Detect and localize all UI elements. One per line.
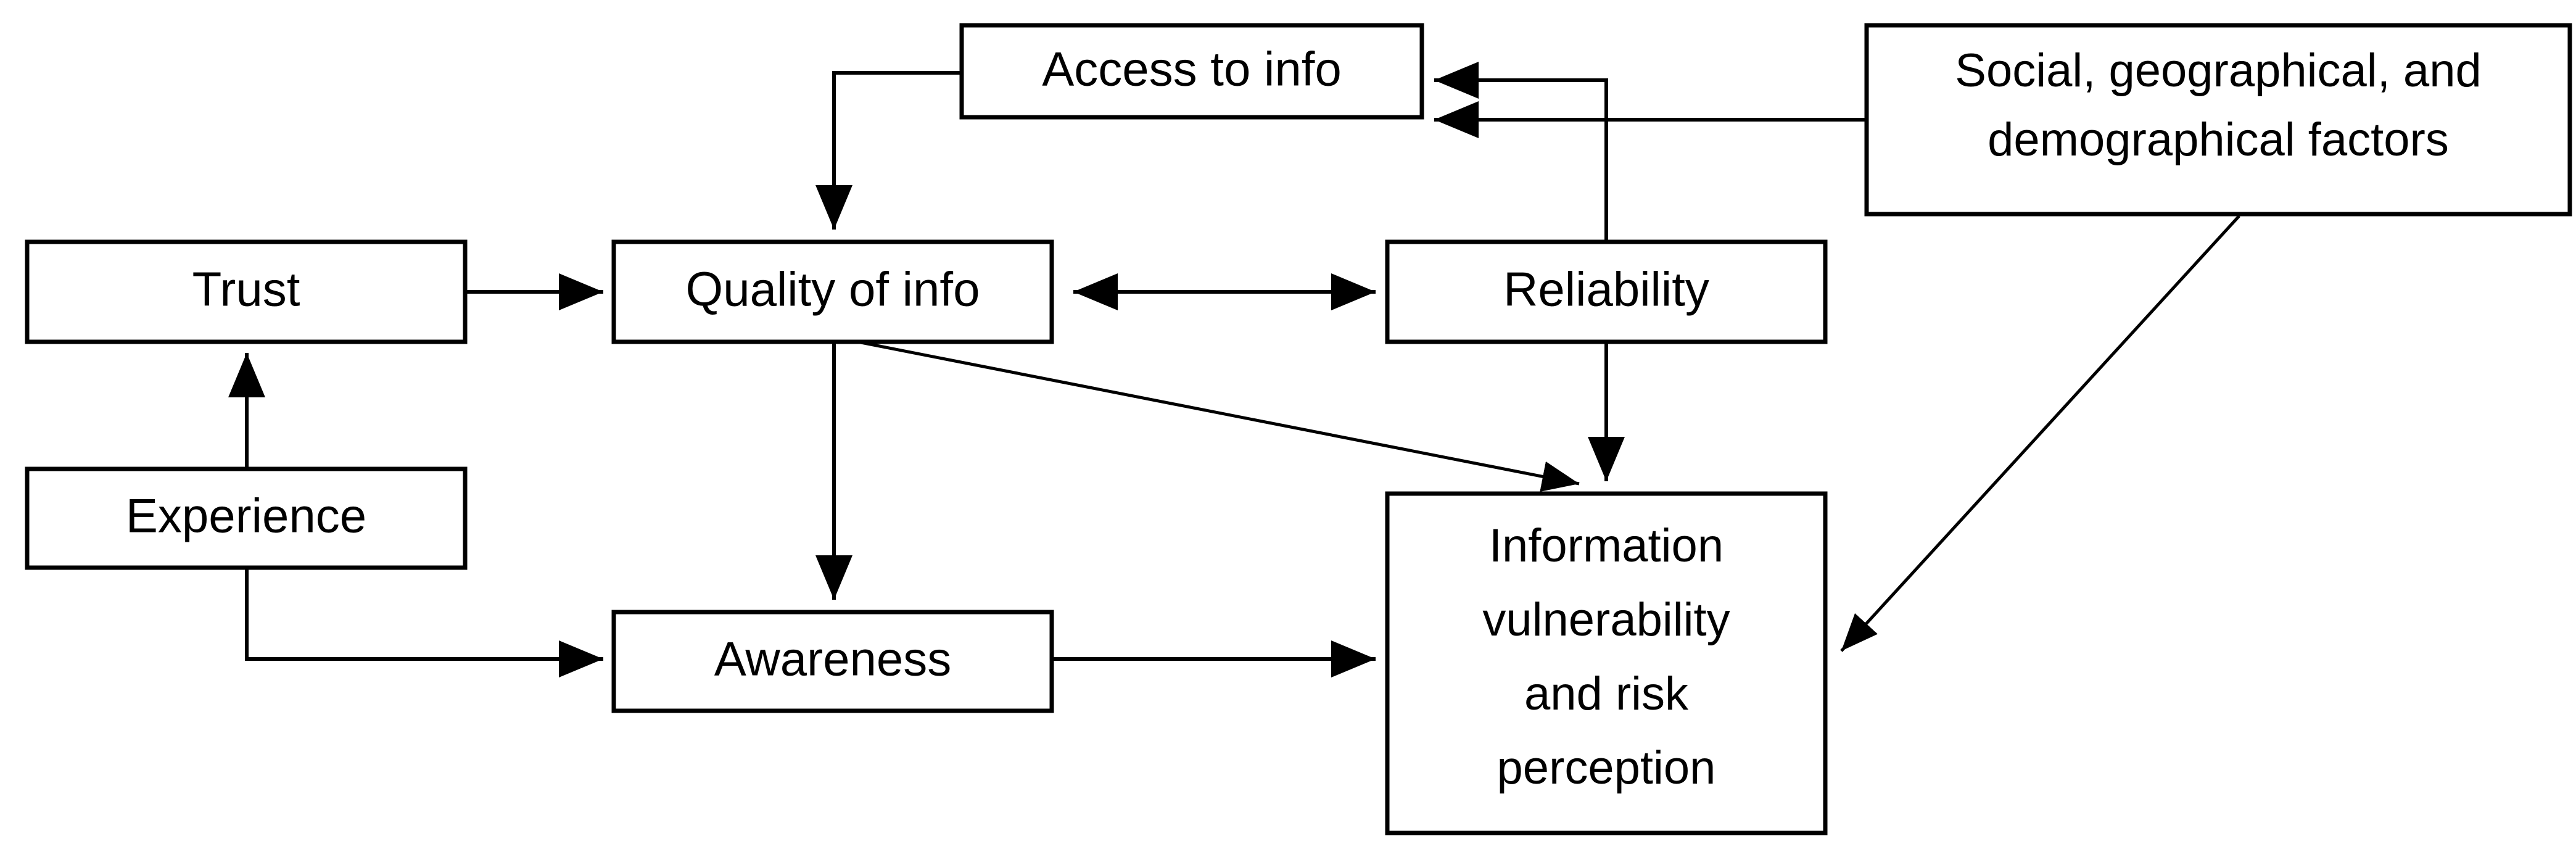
node-awareness-box[interactable] (611, 610, 1054, 713)
node-quality-of-info-box[interactable] (611, 239, 1054, 344)
node-information-vulnerability-label-line3: and risk (1524, 668, 1689, 720)
edge-experience-to-awareness (245, 568, 603, 677)
edge-quality-to-vulnerability (851, 339, 1580, 492)
node-access-to-info[interactable]: Access to info (959, 23, 1424, 120)
node-information-vulnerability-label-line1: Information (1489, 520, 1724, 572)
edge-reliability-to-access (1434, 62, 1608, 242)
node-information-vulnerability[interactable]: Information vulnerability and risk perce… (1385, 491, 1828, 835)
node-access-to-info-box[interactable] (959, 23, 1424, 120)
node-awareness[interactable]: Awareness (611, 610, 1054, 713)
node-reliability-box[interactable] (1385, 239, 1828, 344)
node-trust-label: Trust (192, 262, 300, 317)
node-trust-box[interactable] (25, 239, 468, 344)
node-access-to-info-label: Access to info (1042, 42, 1342, 96)
node-experience[interactable]: Experience (25, 466, 468, 570)
edge-access-to-quality (815, 71, 962, 230)
node-experience-box[interactable] (25, 466, 468, 570)
node-experience-label: Experience (126, 489, 366, 543)
node-reliability-label: Reliability (1503, 262, 1709, 317)
node-quality-of-info[interactable]: Quality of info (611, 239, 1054, 344)
node-social-factors-label-line1: Social, geographical, and (1955, 44, 2481, 97)
edge-social-to-vulnerability (1840, 215, 2240, 652)
node-information-vulnerability-label-line4: perception (1497, 742, 1716, 794)
node-awareness-label: Awareness (714, 632, 951, 686)
node-social-factors-label-line2: demographical factors (1988, 114, 2449, 166)
node-social-factors[interactable]: Social, geographical, and demographical … (1864, 23, 2572, 217)
node-reliability[interactable]: Reliability (1385, 239, 1828, 344)
node-social-factors-box[interactable] (1864, 23, 2572, 217)
node-quality-of-info-label: Quality of info (686, 262, 980, 317)
node-trust[interactable]: Trust (25, 239, 468, 344)
node-information-vulnerability-box[interactable] (1385, 491, 1828, 835)
node-information-vulnerability-label-line2: vulnerability (1482, 594, 1730, 646)
